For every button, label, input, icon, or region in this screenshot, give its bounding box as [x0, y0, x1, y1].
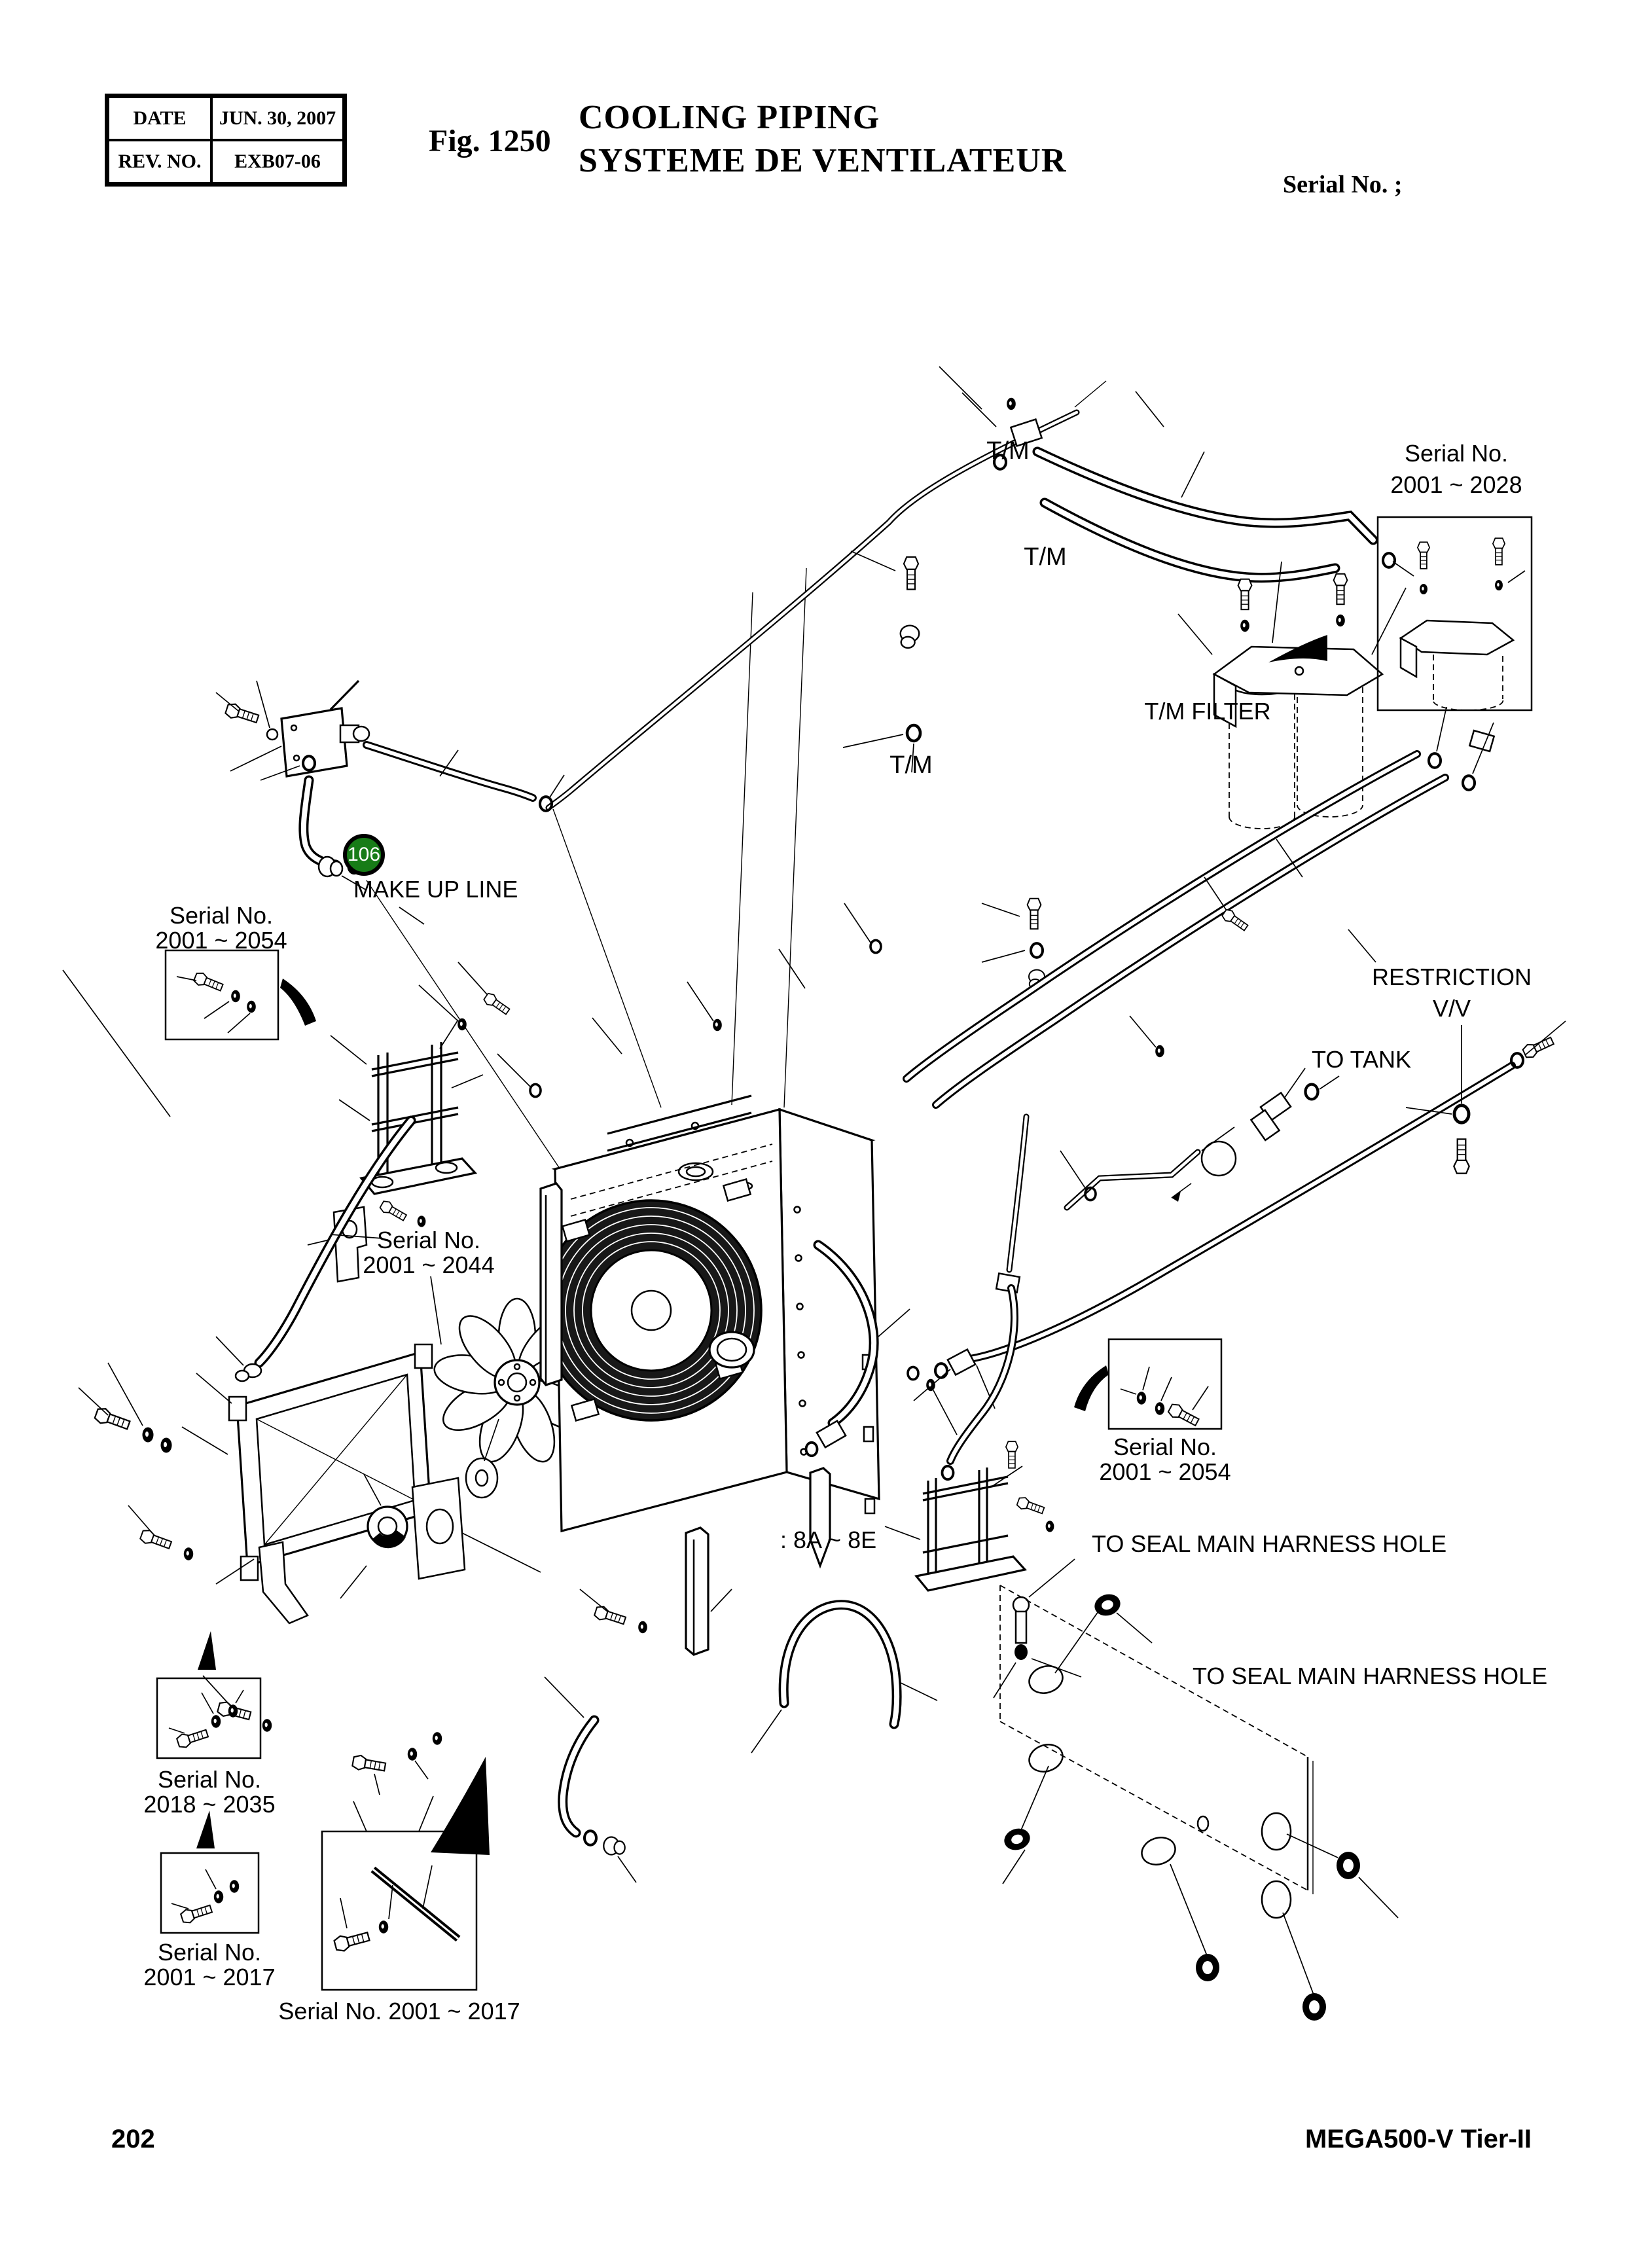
callout-box-2017-left: [160, 1810, 260, 1934]
label-make-up-line: MAKE UP LINE: [353, 876, 518, 903]
callout-box-2054-right: [1074, 1338, 1223, 1430]
restriction-fittings: [1171, 1025, 1469, 1202]
radiator-hoses: [804, 1113, 1030, 1481]
label-serial-2054-left-1: Serial No.: [169, 902, 274, 929]
callout-box-2054-left: [164, 949, 316, 1041]
page-number: 202: [111, 2125, 155, 2153]
label-restriction-vv: V/V: [1432, 995, 1471, 1022]
label-to-tank: TO TANK: [1311, 1046, 1412, 1073]
label-8a-8e: : 8A ~ 8E: [780, 1526, 877, 1553]
callout-2044-leaders: [330, 1234, 442, 1345]
right-pipes: [903, 706, 1566, 1409]
label-serial-2035-2: 2018 ~ 2035: [143, 1791, 276, 1818]
harness-seal-plate: [999, 1585, 1399, 2021]
date-label: DATE: [105, 94, 213, 141]
rev-label: REV. NO.: [105, 139, 213, 186]
label-seal-harness-bottom: TO SEAL MAIN HARNESS HOLE: [1193, 1663, 1548, 1689]
left-hose: [215, 1115, 416, 1382]
callout-box-2017-bottom: [321, 1757, 490, 1991]
tm-hoses: [545, 366, 1395, 811]
radiator-assembly: [540, 1094, 1235, 1533]
label-serial-2017-left-1: Serial No.: [157, 1939, 262, 1966]
callout-box-2028: [1376, 516, 1533, 711]
date-value: JUN. 30, 2007: [210, 94, 346, 141]
label-tm-top: T/M: [986, 437, 1030, 465]
label-tm-filter: T/M FILTER: [1144, 698, 1271, 725]
construction-lines: [366, 380, 1107, 1233]
label-restriction: RESTRICTION: [1371, 963, 1532, 990]
pointer-swoosh-filter: [1268, 635, 1327, 662]
make-up-line-assembly: [215, 679, 565, 925]
label-serial-2044-1: Serial No.: [376, 1227, 481, 1253]
label-tm-upper: T/M: [1024, 543, 1067, 571]
center-fittings: [842, 550, 1046, 990]
label-serial-2028-2: 2001 ~ 2028: [1390, 471, 1522, 498]
part-balloon-number: 106: [347, 844, 381, 865]
page-title-fr: SYSTEME DE VENTILATEUR: [579, 142, 1067, 179]
square-bars: [62, 969, 831, 1656]
label-serial-2054-left-2: 2001 ~ 2054: [155, 927, 287, 954]
figure-number: Fig. 1250: [429, 124, 551, 158]
revision-table: DATE JUN. 30, 2007 REV. NO. EXB07-06: [105, 94, 347, 187]
label-seal-harness-top: TO SEAL MAIN HARNESS HOLE: [1092, 1530, 1447, 1557]
part-balloon: 106: [343, 834, 385, 876]
label-serial-2054-right-1: Serial No.: [1113, 1433, 1217, 1460]
label-serial-2054-right-2: 2001 ~ 2054: [1099, 1458, 1231, 1485]
label-serial-2044-2: 2001 ~ 2044: [363, 1252, 495, 1278]
tm-filter-assembly: [1177, 561, 1407, 829]
callout-box-2035: [156, 1631, 262, 1759]
label-serial-2017-bottom: Serial No. 2001 ~ 2017: [278, 1998, 520, 2025]
label-serial-2035-1: Serial No.: [157, 1766, 262, 1793]
label-tm-center: T/M: [889, 751, 933, 779]
right-stand-frame: [884, 1441, 1054, 1592]
serial-note: Serial No. ;: [1283, 171, 1403, 198]
label-serial-2017-left-2: 2001 ~ 2017: [143, 1964, 276, 1990]
rev-value: EXB07-06: [210, 139, 346, 186]
misc-fasteners: [418, 838, 1303, 1634]
label-serial-2028-1: Serial No.: [1404, 440, 1509, 467]
model-name: MEGA500-V Tier-II: [1304, 2125, 1532, 2153]
bottom-hoses: [544, 1558, 1082, 1883]
page-title-en: COOLING PIPING: [579, 99, 880, 136]
